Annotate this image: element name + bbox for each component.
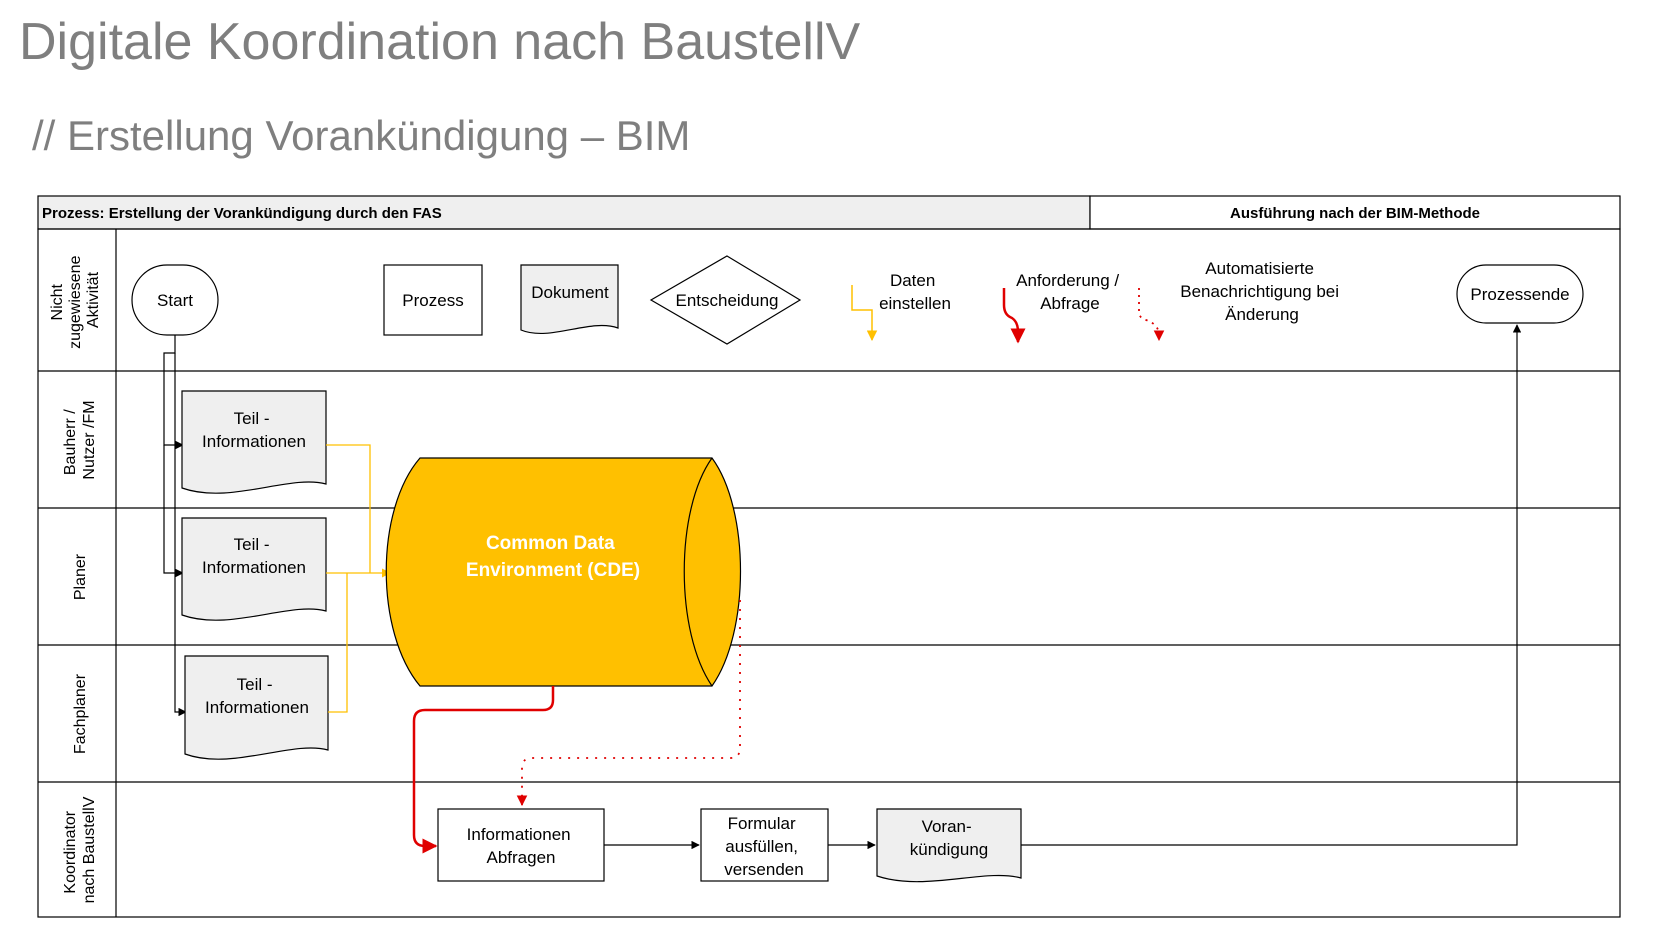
header-row: Prozess: Erstellung der Vorankündigung d… [37, 195, 1621, 230]
svg-text:Teil - Informationen: Teil - Informationen [202, 535, 306, 577]
header-process-label: Prozess: Erstellung der Vorankündigung d… [42, 205, 442, 222]
lane-label-fachplaner: Fachplaner [72, 673, 89, 754]
legend-notification-connector: Automatisierte Benachrichtigung bei Ände… [1138, 259, 1344, 342]
legend-request-connector: Anforderung / Abfrage [1002, 271, 1124, 344]
svg-text:Automatisierte Benachric: Automatisierte Benachrichtigung bei Ände… [1180, 259, 1344, 324]
svg-text:Anforderung / Abfrage: Anforderung / Abfrage [1016, 271, 1124, 313]
teil-informationen-fachplaner: Teil - Informationen [184, 655, 329, 760]
lane-label-bauherr: Bauherr / Nutzer /FM [62, 400, 98, 479]
legend-document-shape: Dokument [520, 264, 619, 334]
svg-text:Entscheidung: Entscheidung [675, 291, 778, 310]
lane-label-planer: Planer [72, 553, 89, 600]
vorankuendigung-document: Voran- kündigung [876, 808, 1022, 883]
page-subtitle: // Erstellung Vorankündigung – BIM [32, 112, 691, 159]
request-connector [412, 686, 555, 854]
header-method-label: Ausführung nach der BIM-Methode [1230, 205, 1480, 222]
svg-text:Start: Start [157, 291, 193, 310]
svg-text:Dokument: Dokument [531, 283, 609, 302]
legend-decision-shape: Entscheidung [649, 255, 802, 345]
lane-label-nicht-zugewiesen: Nicht zugewiesene Aktivität [49, 251, 102, 349]
svg-text:Prozessende: Prozessende [1470, 285, 1569, 304]
start-connectors [163, 335, 187, 717]
data-connectors [326, 444, 391, 713]
cde-cylinder: Common Data Environment (CDE) [385, 457, 742, 687]
start-terminator: Start [131, 264, 219, 336]
end-terminator: Prozessende [1456, 264, 1584, 324]
svg-text:Common Data Environment: Common Data Environment (CDE) [466, 533, 640, 581]
svg-text:Teil - Informationen: Teil - Informationen [202, 409, 306, 451]
svg-text:Informationen Abfragen: Informationen Abfragen [467, 825, 576, 867]
formular-process: Formular ausfüllen, versenden [700, 808, 829, 882]
svg-text:Daten einstellen: Daten einstellen [879, 271, 951, 313]
teil-informationen-bauherr: Teil - Informationen [181, 390, 327, 494]
legend-data-connector: Daten einstellen [851, 271, 951, 342]
swimlane-grid [37, 228, 1621, 918]
koordinator-flow-connectors [604, 324, 1522, 850]
page-title: Digitale Koordination nach BaustellV [19, 13, 861, 71]
informationen-abfragen-process: Informationen Abfragen [437, 808, 605, 882]
legend-process-shape: Prozess [383, 264, 483, 336]
svg-text:Formular ausfüllen,: Formular ausfüllen, versenden [724, 814, 803, 879]
teil-informationen-planer: Teil - Informationen [181, 517, 327, 621]
svg-text:Teil - Informationen: Teil - Informationen [205, 675, 309, 717]
lane-label-koordinator: Koordinator nach BaustellV [62, 796, 98, 903]
svg-text:Voran- kündigung: Voran- kündigung [910, 817, 988, 859]
svg-text:Prozess: Prozess [402, 291, 463, 310]
